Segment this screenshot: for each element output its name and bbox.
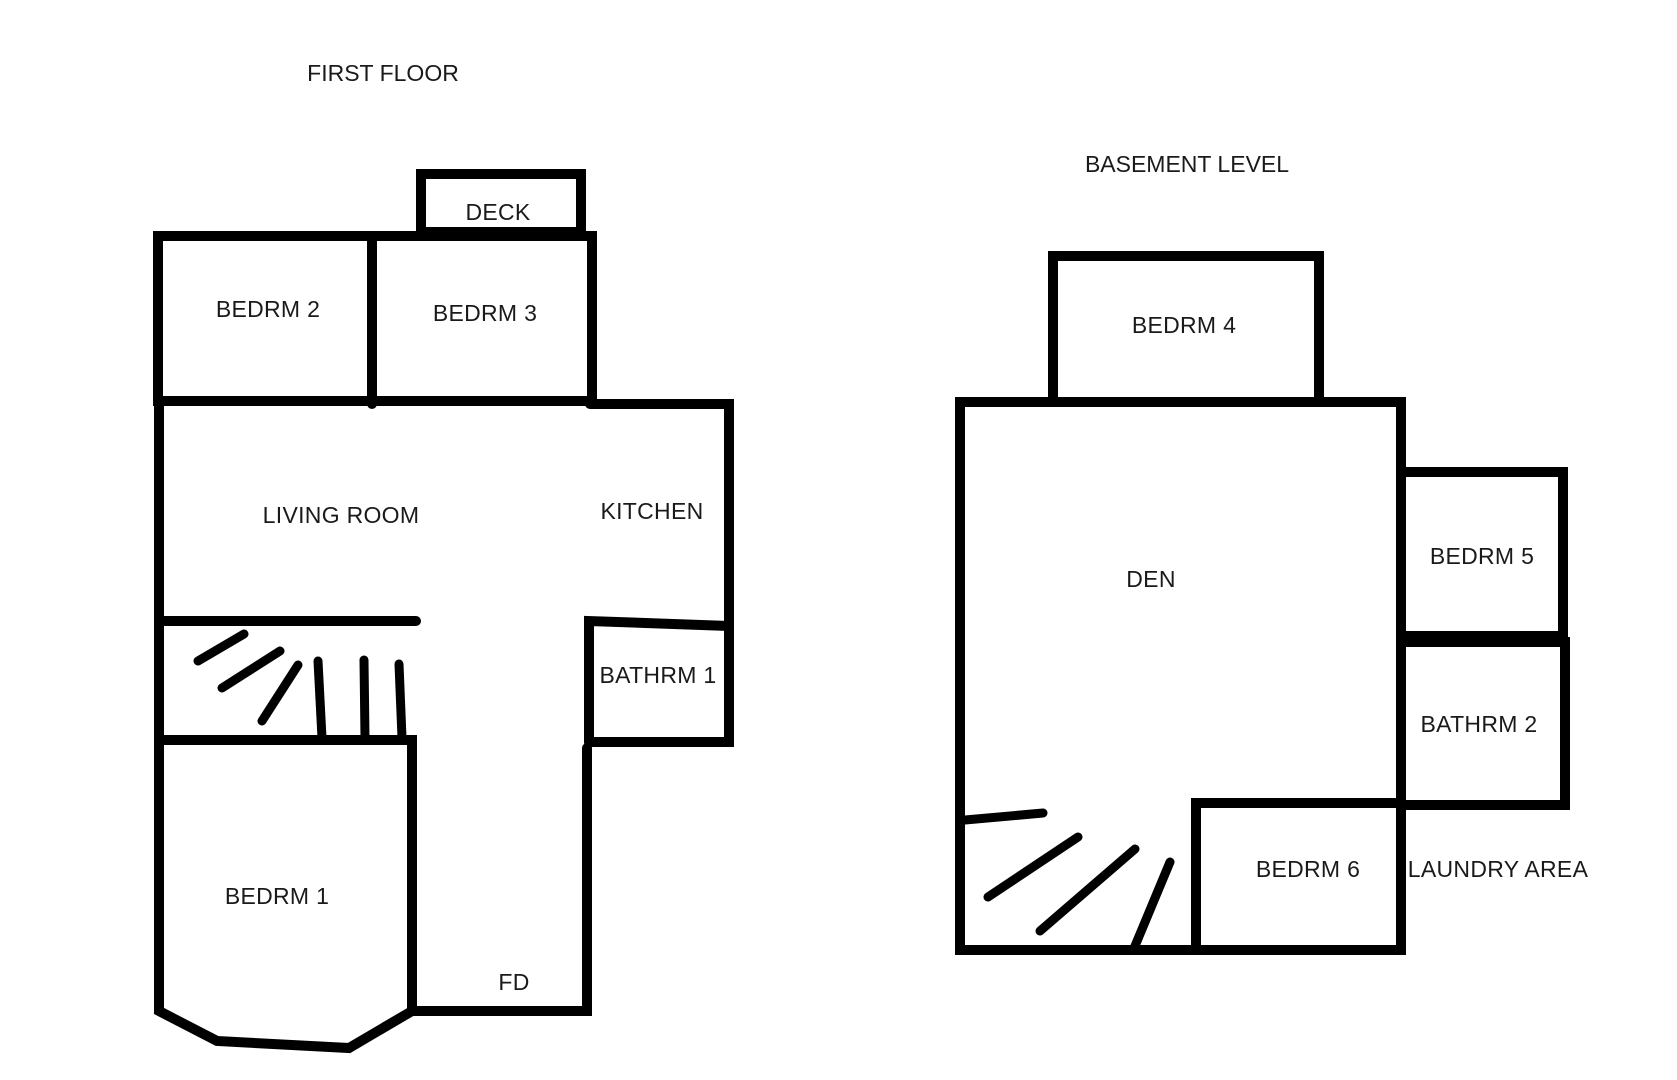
room-label-bedrm-1: BEDRM 1: [225, 883, 329, 909]
basement-level-title: BASEMENT LEVEL: [1085, 151, 1289, 177]
bedroom-6-room: [1191, 798, 1406, 955]
bathroom-2-room: [1396, 637, 1570, 810]
den-room: [955, 397, 1406, 955]
basement-level-plan: BASEMENT LEVEL BEDRM 4 DEN BEDRM 5 BATHR…: [955, 151, 1589, 955]
room-label-deck: DECK: [465, 199, 530, 225]
room-label-den: DEN: [1126, 566, 1175, 592]
room-label-bedrm-3: BEDRM 3: [433, 300, 537, 326]
kitchen-outer-wall: [584, 399, 734, 747]
room-label-laundry-area: LAUNDRY AREA: [1408, 856, 1589, 882]
room-label-bedrm-4: BEDRM 4: [1132, 312, 1236, 338]
first-floor-plan: FIRST FLOOR DECK BEDRM 2 BEDRM 3 LIVING …: [153, 60, 734, 1054]
room-label-bathrm-2: BATHRM 2: [1421, 711, 1538, 737]
room-label-kitchen: KITCHEN: [600, 498, 703, 524]
first-floor-title: FIRST FLOOR: [307, 60, 459, 86]
room-label-bedrm-5: BEDRM 5: [1430, 543, 1534, 569]
stairs-icon: [960, 808, 1175, 951]
bedroom-1-room: [154, 735, 417, 1054]
room-label-bedrm-2: BEDRM 2: [216, 296, 320, 322]
room-label-living-room: LIVING ROOM: [263, 502, 420, 528]
room-label-fd: FD: [498, 969, 529, 995]
room-label-bedrm-6: BEDRM 6: [1256, 856, 1360, 882]
room-label-bathrm-1: BATHRM 1: [600, 662, 717, 688]
front-door-hall-wall: [407, 743, 592, 1016]
stairs-icon: [193, 629, 407, 743]
bathroom-1-wall: [584, 615, 734, 747]
bedroom-5-room: [1396, 467, 1568, 641]
